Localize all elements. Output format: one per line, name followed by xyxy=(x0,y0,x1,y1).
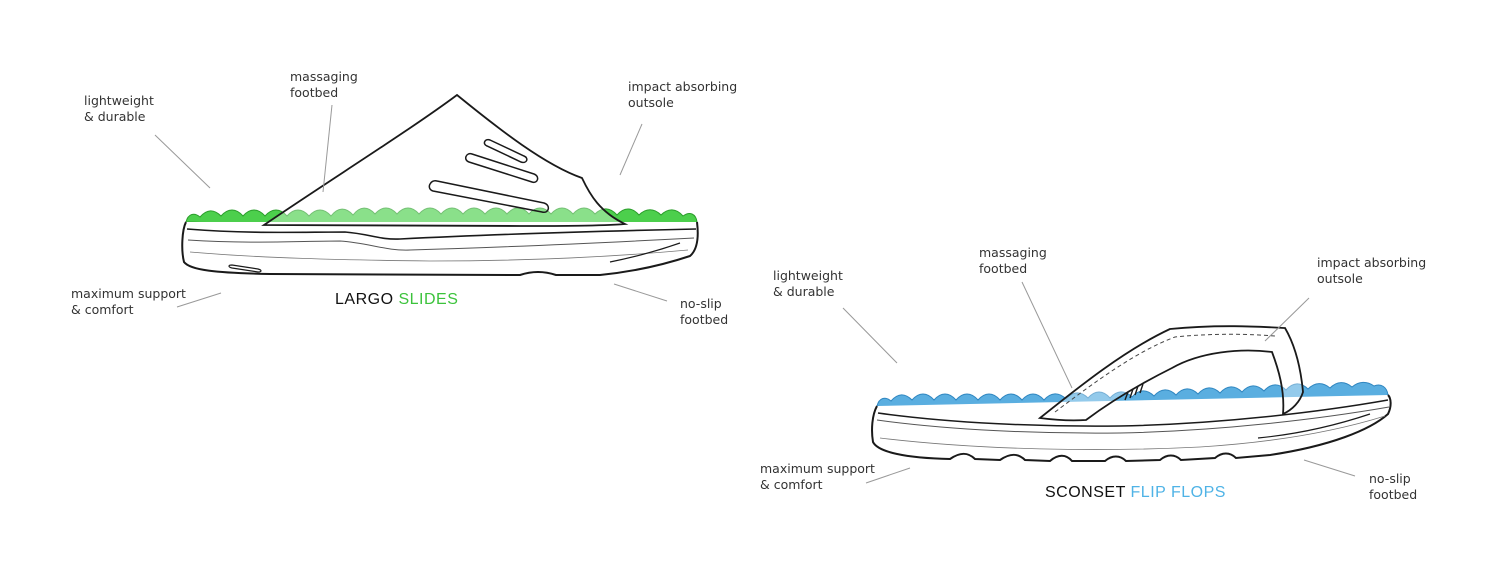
flipflop-label-noslip: no-slip footbed xyxy=(1369,471,1418,502)
largo-slide-illustration xyxy=(182,95,697,275)
slides-title: LARGO SLIDES xyxy=(335,291,458,309)
flipflops-title: SCONSET FLIP FLOPS xyxy=(1045,484,1226,502)
flipflop-label-lightweight: lightweight & durable xyxy=(773,268,843,299)
flipflops-title-highlight: FLIP FLOPS xyxy=(1130,484,1226,501)
slide-leader-noslip xyxy=(614,284,667,301)
flipflops-title-prefix: SCONSET xyxy=(1045,484,1126,501)
flipflop-leader-noslip xyxy=(1304,460,1355,476)
slide-label-impact: impact absorbing outsole xyxy=(628,79,738,110)
slide-label-support: maximum support & comfort xyxy=(71,286,186,317)
flipflop-label-impact: impact absorbing outsole xyxy=(1317,255,1427,286)
sconset-flipflop-illustration xyxy=(872,326,1391,461)
flipflop-leader-support xyxy=(866,468,910,483)
slide-strap xyxy=(264,95,625,226)
flipflop-sole xyxy=(872,395,1391,461)
slides-title-prefix: LARGO xyxy=(335,291,394,308)
slides-title-highlight: SLIDES xyxy=(398,291,459,308)
flipflop-label-massaging: massaging footbed xyxy=(979,245,1047,276)
slide-leader-impact xyxy=(620,124,642,175)
slide-leader-lightweight xyxy=(155,135,210,188)
slide-leader-massaging xyxy=(323,105,332,192)
slide-label-noslip: no-slip footbed xyxy=(680,296,729,327)
flipflop-leader-lightweight xyxy=(843,308,897,363)
slide-leader-support xyxy=(177,293,221,307)
flipflop-strap xyxy=(1040,326,1303,420)
flipflop-leader-impact xyxy=(1265,298,1309,341)
flipflop-leader-massaging xyxy=(1022,282,1072,388)
slide-sole xyxy=(182,222,697,275)
slide-label-massaging: massaging footbed xyxy=(290,69,358,100)
flipflop-label-support: maximum support & comfort xyxy=(760,461,875,492)
slide-label-lightweight: lightweight & durable xyxy=(84,93,154,124)
